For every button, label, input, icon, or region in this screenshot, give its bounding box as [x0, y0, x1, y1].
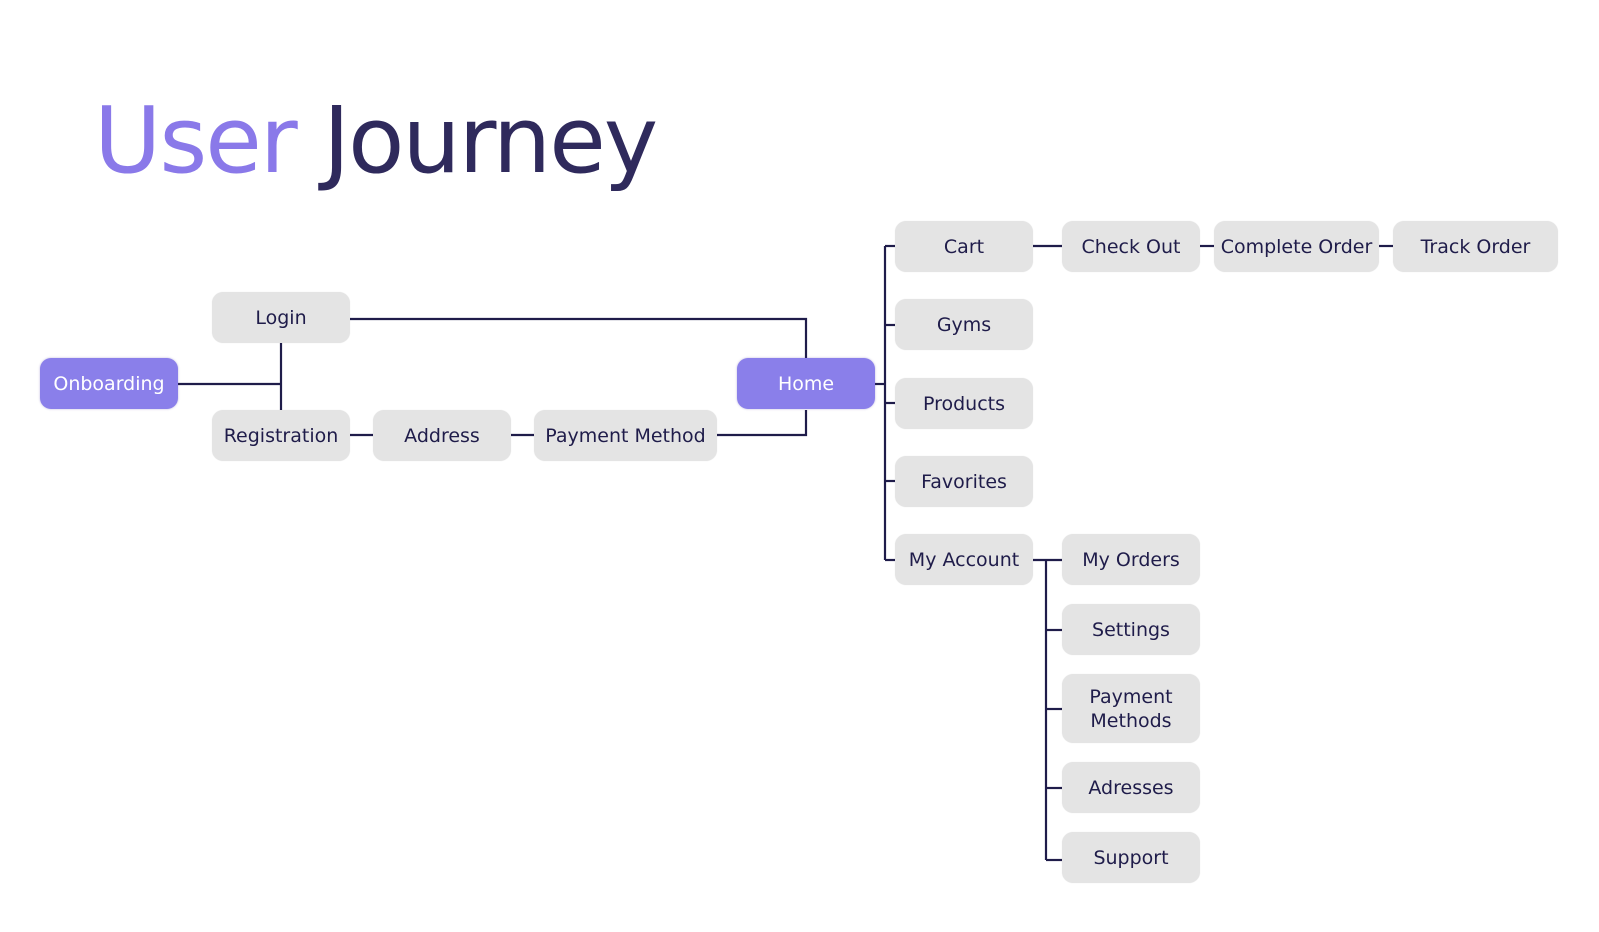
node-payment-method-label: Payment Method: [545, 424, 706, 447]
node-settings[interactable]: Settings: [1062, 604, 1200, 655]
node-payment-methods-label: Payment Methods: [1089, 685, 1173, 732]
node-adresses[interactable]: Adresses: [1062, 762, 1200, 813]
node-track-order-label: Track Order: [1420, 235, 1531, 258]
node-track-order[interactable]: Track Order: [1393, 221, 1558, 272]
node-settings-label: Settings: [1092, 618, 1170, 641]
node-registration-label: Registration: [223, 424, 339, 447]
node-login[interactable]: Login: [212, 292, 350, 343]
node-address-label: Address: [404, 424, 480, 447]
page-title: User Journey: [94, 86, 658, 196]
node-my-account-label: My Account: [908, 548, 1020, 571]
node-my-orders-label: My Orders: [1082, 548, 1180, 571]
title-part-journey: Journey: [322, 87, 658, 194]
node-products-label: Products: [922, 392, 1006, 415]
node-cart[interactable]: Cart: [895, 221, 1033, 272]
node-support[interactable]: Support: [1062, 832, 1200, 883]
node-adresses-label: Adresses: [1088, 776, 1174, 799]
node-gyms-label: Gyms: [936, 313, 992, 336]
node-complete-order[interactable]: Complete Order: [1214, 221, 1379, 272]
node-check-out-label: Check Out: [1081, 235, 1181, 258]
node-payment-method[interactable]: Payment Method: [534, 410, 717, 461]
node-onboarding-label: Onboarding: [53, 372, 165, 395]
node-products[interactable]: Products: [895, 378, 1033, 429]
node-my-orders[interactable]: My Orders: [1062, 534, 1200, 585]
node-check-out[interactable]: Check Out: [1062, 221, 1200, 272]
node-registration[interactable]: Registration: [212, 410, 350, 461]
node-home-label: Home: [777, 372, 835, 395]
node-login-label: Login: [255, 306, 307, 329]
connector-payment-home: [717, 410, 808, 437]
title-part-user: User: [94, 87, 298, 194]
node-favorites-label: Favorites: [921, 470, 1007, 493]
node-onboarding[interactable]: Onboarding: [40, 358, 178, 409]
node-address[interactable]: Address: [373, 410, 511, 461]
node-my-account[interactable]: My Account: [895, 534, 1033, 585]
connector-login-home: [350, 317, 808, 358]
node-cart-label: Cart: [943, 235, 985, 258]
node-favorites[interactable]: Favorites: [895, 456, 1033, 507]
node-home[interactable]: Home: [737, 358, 875, 409]
node-payment-methods[interactable]: Payment Methods: [1062, 674, 1200, 743]
node-complete-order-label: Complete Order: [1220, 235, 1373, 258]
node-gyms[interactable]: Gyms: [895, 299, 1033, 350]
node-support-label: Support: [1093, 846, 1169, 869]
